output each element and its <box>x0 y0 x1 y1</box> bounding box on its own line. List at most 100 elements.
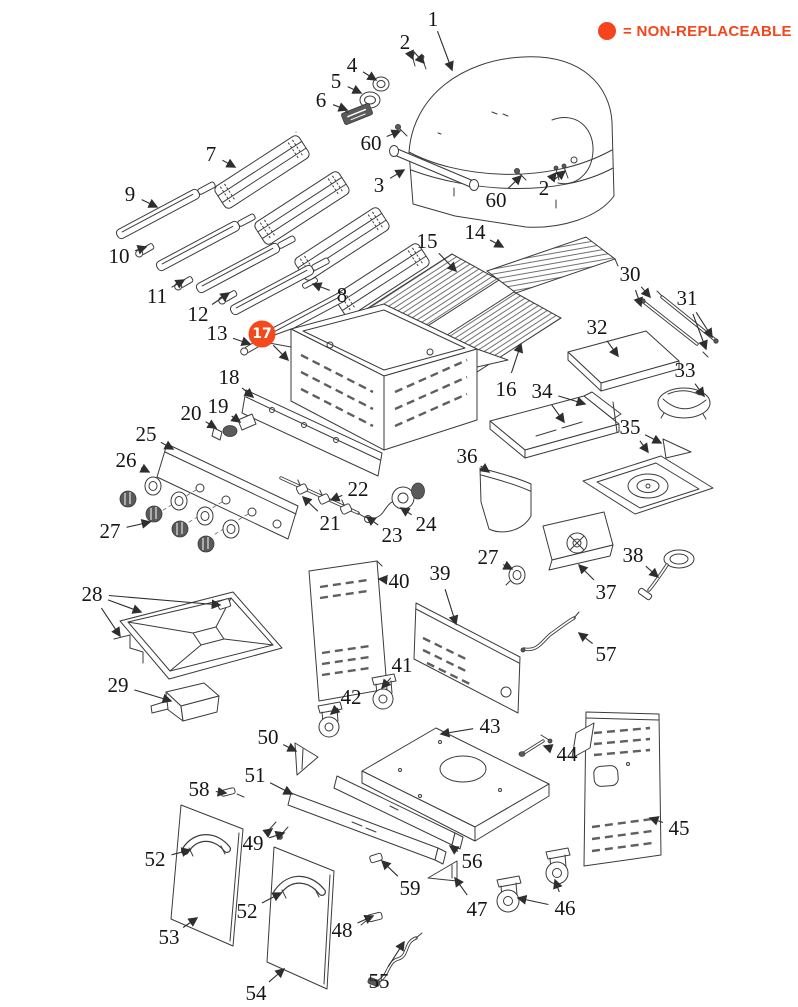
part-label-20: 20 <box>181 401 202 425</box>
leader-line-56 <box>448 845 460 855</box>
part-label-11: 11 <box>147 284 167 308</box>
part-left-side-panel <box>308 560 388 702</box>
legend: = NON-REPLACEABLE <box>598 22 792 40</box>
part-brace-56 <box>333 775 464 850</box>
leader-line-25 <box>160 440 175 450</box>
leader-line-57 <box>577 632 593 645</box>
part-label-47: 47 <box>467 897 488 921</box>
part-firebox <box>257 303 509 451</box>
leader-line-30 <box>640 286 651 299</box>
part-label-17: 17 <box>252 326 271 342</box>
part-label-25: 25 <box>136 422 157 446</box>
part-label-37: 37 <box>596 580 617 604</box>
leader-line-17 <box>272 344 290 362</box>
leader-line-46 <box>553 878 563 893</box>
part-label-44: 44 <box>557 742 579 766</box>
leader-line-60 <box>386 129 402 139</box>
leader-line-39 <box>444 589 459 626</box>
part-bottom-shelf <box>361 722 595 842</box>
part-knob-single <box>505 565 526 586</box>
part-lid <box>295 56 615 228</box>
leader-line-3 <box>389 169 406 179</box>
part-label-59: 59 <box>400 876 421 900</box>
part-caster-46b <box>496 875 522 913</box>
leader-line-49 <box>262 828 274 838</box>
part-label-43: 43 <box>480 714 501 738</box>
part-rear-brace <box>241 389 383 477</box>
leader-line-2 <box>404 49 414 61</box>
part-label-16: 16 <box>496 377 517 401</box>
part-bolt-44 <box>518 734 553 757</box>
part-label-27: 27 <box>100 519 121 543</box>
part-label-40: 40 <box>389 569 410 593</box>
part-label-56: 56 <box>462 849 483 873</box>
leader-line-7 <box>222 158 237 168</box>
part-label-21: 21 <box>320 511 341 535</box>
leader-line-34 <box>558 395 587 407</box>
part-label-45: 45 <box>669 816 690 840</box>
part-bracket-50 <box>294 742 319 776</box>
leader-line-14 <box>489 238 505 248</box>
leader-line-15 <box>438 252 458 273</box>
leader-line-2 <box>553 170 567 181</box>
leader-line-18 <box>241 387 255 398</box>
part-bracket-47 <box>427 860 458 882</box>
leader-line-22 <box>329 492 343 502</box>
leader-line-52 <box>261 892 283 904</box>
leader-line-43 <box>439 727 474 738</box>
part-label-27: 27 <box>478 545 499 569</box>
part-clip-59 <box>369 852 383 864</box>
leader-line-33 <box>694 383 705 398</box>
part-label-46: 46 <box>555 896 576 920</box>
leader-line-30 <box>633 289 643 308</box>
part-right-side-panel <box>583 711 662 867</box>
leader-line-54 <box>268 968 286 983</box>
part-label-34: 34 <box>532 379 554 403</box>
leader-line-35 <box>644 434 663 444</box>
part-label-41: 41 <box>392 653 413 677</box>
part-label-49: 49 <box>243 831 264 855</box>
leader-line-51 <box>269 782 294 795</box>
leader-line-35 <box>639 440 649 454</box>
part-label-39: 39 <box>430 561 451 585</box>
part-label-7: 7 <box>206 142 217 166</box>
part-label-30: 30 <box>620 262 641 286</box>
part-label-55: 55 <box>369 969 390 993</box>
non-replaceable-badge <box>248 320 276 348</box>
part-label-53: 53 <box>159 925 180 949</box>
part-label-36: 36 <box>457 444 478 468</box>
part-label-28: 28 <box>82 582 103 606</box>
non-replaceable-dot-icon <box>598 22 616 40</box>
part-label-32: 32 <box>587 315 608 339</box>
leader-line-32 <box>606 340 619 358</box>
part-label-19: 19 <box>208 394 229 418</box>
diagram-artwork <box>113 51 719 990</box>
part-label-50: 50 <box>258 725 279 749</box>
part-caster-42 <box>317 701 343 738</box>
leader-line-21 <box>301 495 319 512</box>
part-caster-46a <box>545 847 571 885</box>
part-label-29: 29 <box>108 673 129 697</box>
leader-line-60 <box>507 174 523 189</box>
part-wire-55 <box>367 932 423 987</box>
part-label-60: 60 <box>361 131 382 155</box>
part-manifold <box>279 476 425 523</box>
part-label-5: 5 <box>331 69 342 93</box>
part-grease-shield <box>479 467 532 533</box>
part-label-2: 2 <box>539 176 550 200</box>
leader-line-38 <box>645 565 660 578</box>
part-label-23: 23 <box>382 523 403 547</box>
leader-line-5 <box>347 84 363 94</box>
leader-line-28 <box>100 607 121 638</box>
part-brace-51 <box>287 792 447 865</box>
part-label-1: 1 <box>428 7 439 31</box>
legend-text: = NON-REPLACEABLE <box>623 22 792 40</box>
leader-line-34 <box>551 404 565 424</box>
part-grease-cup <box>150 682 220 722</box>
part-handle <box>389 145 479 191</box>
part-label-57: 57 <box>596 642 617 666</box>
leader-line-28 <box>108 594 222 610</box>
